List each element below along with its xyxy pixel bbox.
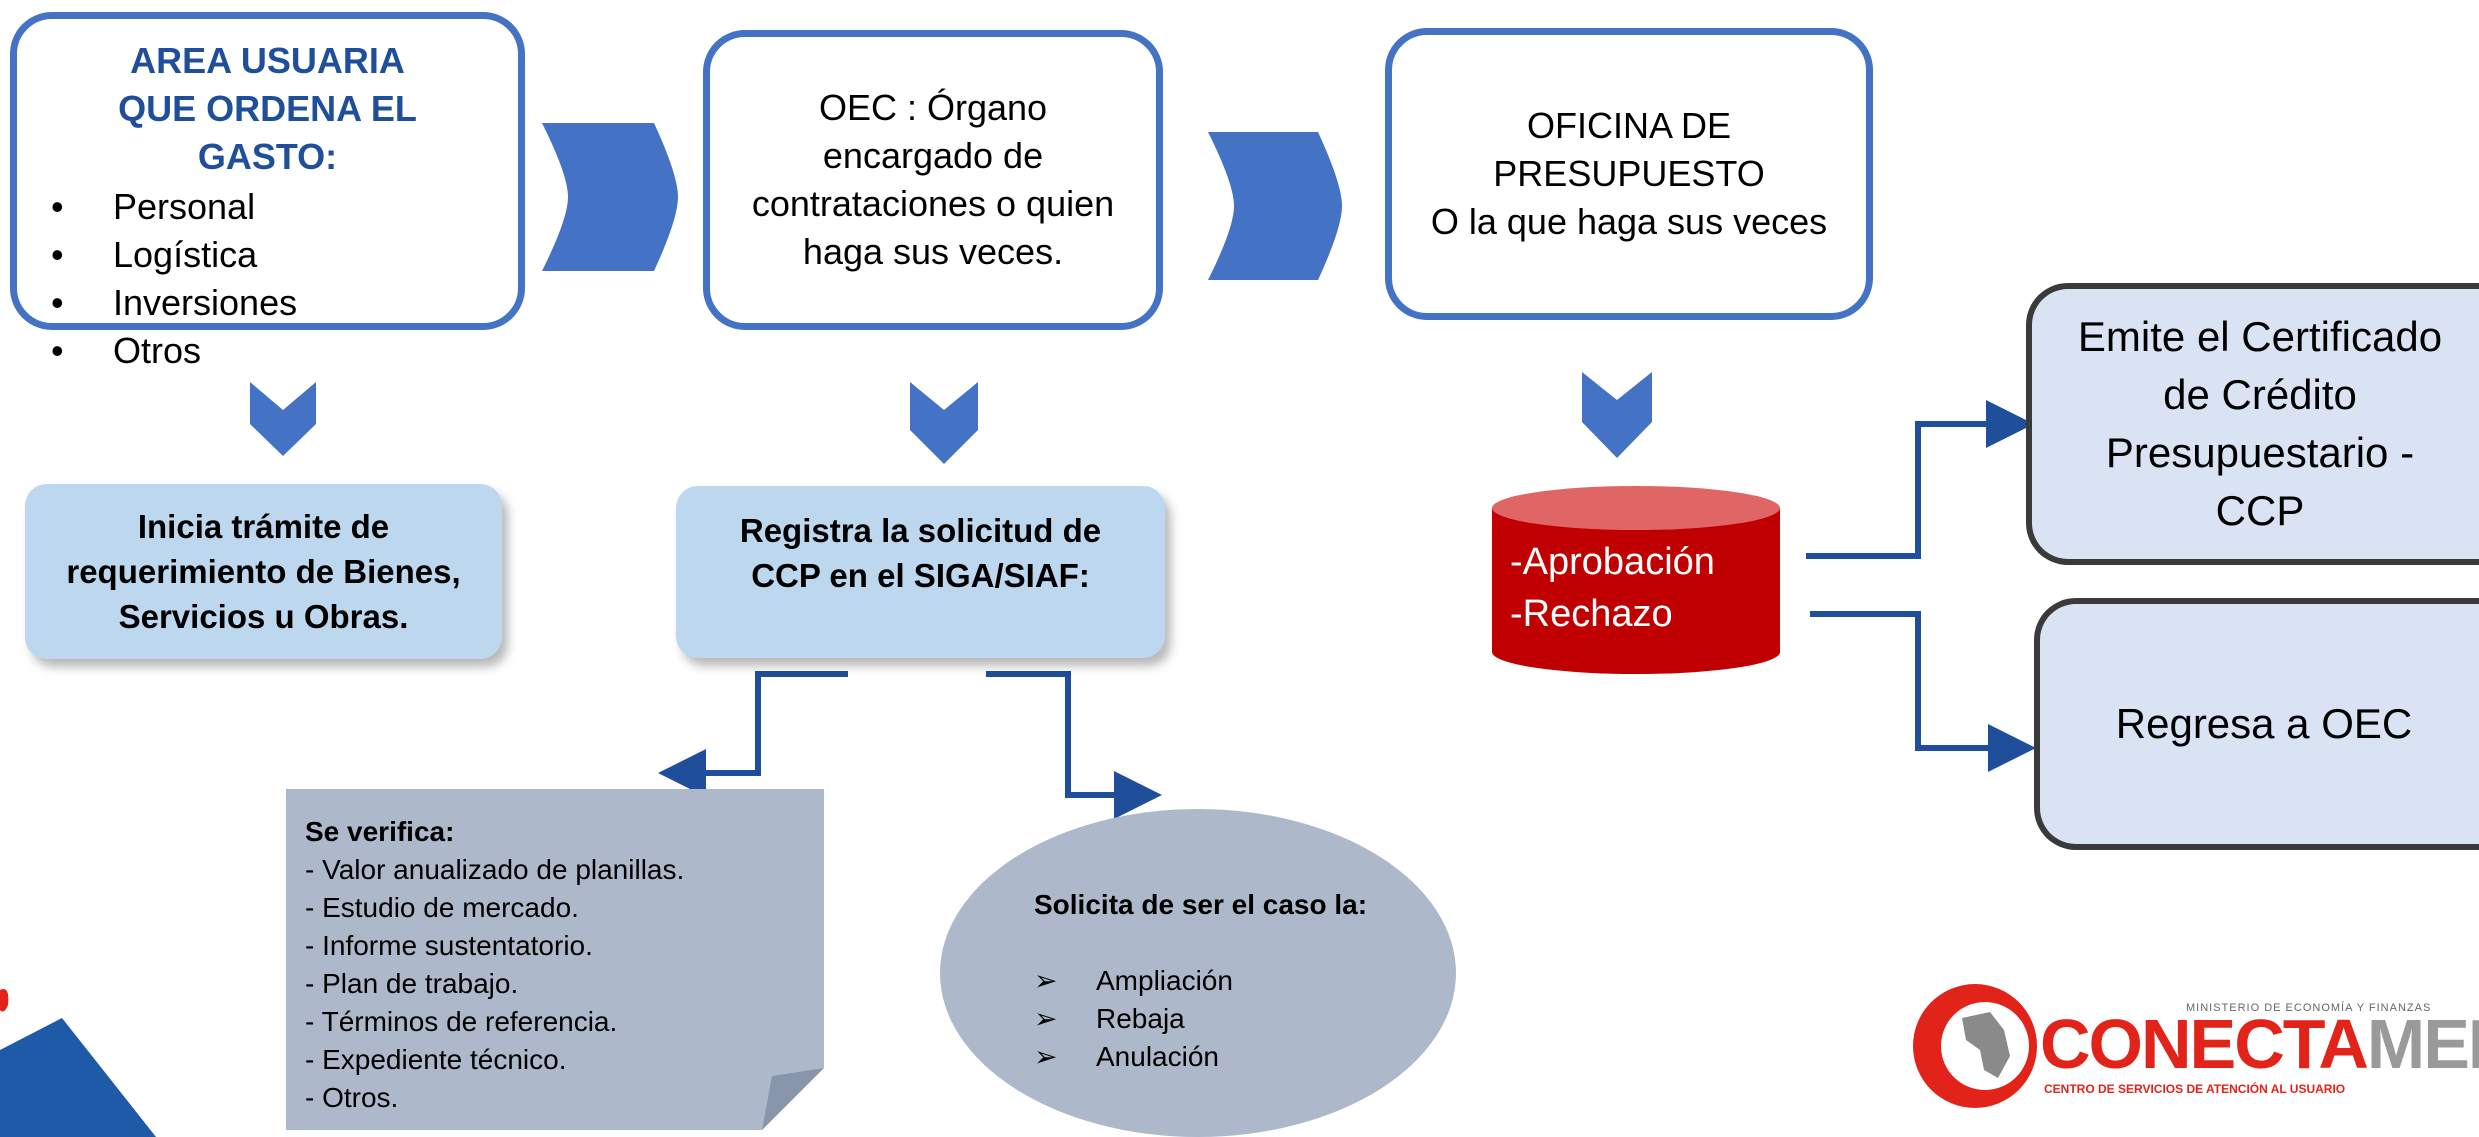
solicita-title: Solicita de ser el caso la: bbox=[1034, 889, 1368, 920]
registra-solicitud-text: Registra la solicitud de CCP en el SIGA/… bbox=[739, 512, 1102, 594]
logo-name-part1: CONECTA bbox=[2040, 1005, 2369, 1083]
list-item: - Valor anualizado de planillas. bbox=[305, 854, 685, 885]
registra-solicitud-box: Registra la solicitud de CCP en el SIGA/… bbox=[676, 486, 1165, 658]
list-item: - Términos de referencia. bbox=[305, 1006, 618, 1037]
logo-ministry-text: MINISTERIO DE ECONOMÍA Y FINANZAS bbox=[2186, 1002, 2432, 1014]
logo-tagline: CENTRO DE SERVICIOS DE ATENCIÓN AL USUAR… bbox=[2044, 1082, 2346, 1096]
verifica-title: Se verifica: bbox=[305, 816, 455, 847]
corner-decoration bbox=[0, 989, 156, 1137]
connector-to-solicita bbox=[986, 671, 1162, 819]
area-usuaria-title: AREA USUARIA QUE ORDENA EL GASTO: bbox=[118, 40, 417, 177]
decision-item-rechazo: -Rechazo bbox=[1510, 593, 1673, 635]
conectamef-logo: MINISTERIO DE ECONOMÍA Y FINANZAS CONECT… bbox=[2040, 998, 2479, 1102]
conectamef-emblem-icon bbox=[1913, 984, 2037, 1108]
chevron-down-2-icon bbox=[910, 382, 978, 464]
oficina-line1: OFICINA DE bbox=[1526, 105, 1732, 146]
arrow-bullet-icon: ➢ bbox=[1034, 965, 1058, 996]
connector-to-regresa bbox=[1810, 611, 2036, 772]
connector-to-verifica bbox=[658, 671, 848, 797]
list-item: - Expediente técnico. bbox=[305, 1044, 567, 1075]
chevron-down-1-icon bbox=[250, 382, 316, 456]
verifica-content: Se verifica: - Valor anualizado de plani… bbox=[305, 813, 805, 1117]
area-usuaria-box: AREA USUARIA QUE ORDENA EL GASTO: Person… bbox=[10, 12, 525, 375]
oec-box: OEC : Órgano encargado de contrataciones… bbox=[703, 30, 1163, 330]
oficina-line2: PRESUPUESTO bbox=[1493, 153, 1765, 194]
logo-name-part2: MEF bbox=[2366, 1005, 2479, 1083]
oec-text: OEC : Órgano encargado de contrataciones… bbox=[751, 87, 1115, 272]
list-item: Logística bbox=[21, 231, 518, 279]
oficina-presupuesto-box: OFICINA DE PRESUPUESTO O la que haga sus… bbox=[1385, 28, 1873, 320]
emite-ccp-box: Emite el Certificado de Crédito Presupue… bbox=[2026, 283, 2479, 565]
list-item: - Otros. bbox=[305, 1082, 399, 1113]
emite-ccp-text: Emite el Certificado de Crédito Presupue… bbox=[2077, 313, 2443, 534]
chevron-right-1-icon bbox=[542, 123, 678, 271]
inicia-tramite-text: Inicia trámite de requerimiento de Biene… bbox=[66, 508, 461, 635]
chevron-down-3-icon bbox=[1582, 372, 1652, 458]
logo-name: CONECTAMEF bbox=[2040, 1008, 2479, 1080]
arrow-bullet-icon: ➢ bbox=[1034, 1041, 1058, 1072]
list-item: ➢ Ampliación bbox=[1034, 962, 1374, 1000]
list-item: ➢ Anulación bbox=[1034, 1038, 1374, 1076]
decision-cylinder bbox=[1492, 486, 1780, 674]
regresa-oec-box: Regresa a OEC bbox=[2034, 598, 2479, 850]
list-item: Inversiones bbox=[21, 279, 518, 327]
arrow-bullet-icon: ➢ bbox=[1034, 1003, 1058, 1034]
oficina-line3: O la que haga sus veces bbox=[1430, 201, 1828, 242]
area-usuaria-list: Personal Logística Inversiones Otros bbox=[21, 183, 518, 375]
list-item: ➢ Rebaja bbox=[1034, 1000, 1374, 1038]
list-item: Otros bbox=[21, 327, 518, 375]
solicita-content: Solicita de ser el caso la: ➢ Ampliación… bbox=[1034, 886, 1374, 1076]
list-item: - Informe sustentatorio. bbox=[305, 930, 593, 961]
regresa-oec-text: Regresa a OEC bbox=[2115, 700, 2413, 747]
list-item: Personal bbox=[21, 183, 518, 231]
decision-item-aprobacion: -Aprobación bbox=[1510, 541, 1715, 583]
connector-to-emite bbox=[1806, 400, 2034, 559]
list-item: - Estudio de mercado. bbox=[305, 892, 579, 923]
list-item: - Plan de trabajo. bbox=[305, 968, 519, 999]
chevron-right-2-icon bbox=[1208, 132, 1342, 280]
solicita-ellipse bbox=[940, 809, 1456, 1137]
decision-list: -Aprobación -Rechazo bbox=[1510, 536, 1760, 640]
verifica-note-shape bbox=[286, 789, 824, 1130]
inicia-tramite-box: Inicia trámite de requerimiento de Biene… bbox=[25, 484, 502, 659]
